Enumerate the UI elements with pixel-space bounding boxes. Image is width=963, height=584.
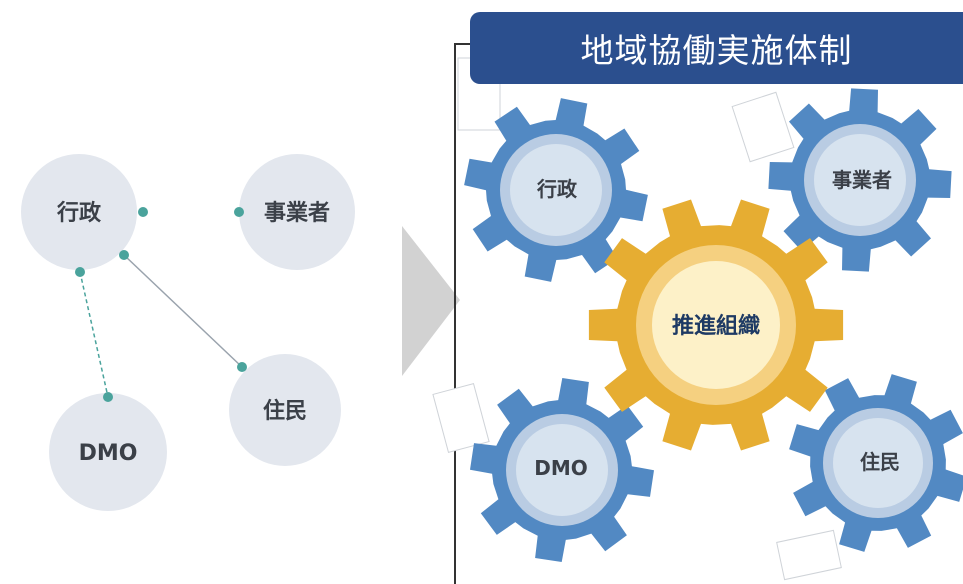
gear-dmo-label: DMO	[534, 456, 588, 480]
center-gear-hub	[652, 261, 780, 389]
gear-gyosei-label: 行政	[536, 177, 578, 201]
node-jumin-label: 住民	[263, 398, 307, 424]
left-network: 行政 事業者 住民 DMO	[21, 154, 355, 511]
node-dmo-label: DMO	[79, 441, 138, 466]
connector-dot	[75, 267, 85, 277]
gear-cluster	[464, 88, 963, 562]
node-jigyosha	[239, 154, 355, 270]
jigyosha-gear-hub	[814, 134, 906, 226]
connector-dot	[103, 392, 113, 402]
dmo-gear-hub	[516, 424, 608, 516]
connector-dot	[237, 362, 247, 372]
gear-jigyosha-label: 事業者	[832, 168, 892, 192]
connector-dot	[234, 207, 244, 217]
node-jigyosha-label: 事業者	[264, 200, 330, 226]
jumin-gear-hub	[833, 418, 923, 508]
center-gear-label: 推進組織	[672, 313, 760, 339]
connector-gyosei-jumin	[123, 254, 243, 368]
paper-sheet	[776, 529, 842, 581]
node-gyosei-label: 行政	[56, 200, 102, 226]
paper-decorations	[432, 57, 842, 581]
connector-gyosei-dmo	[79, 271, 109, 398]
connector-dot	[138, 207, 148, 217]
connector-dot	[119, 250, 129, 260]
gyosei-gear-hub	[510, 144, 602, 236]
paper-sheet	[731, 91, 795, 163]
transition-arrow	[402, 226, 460, 376]
page-title: 地域協働実施体制	[470, 12, 963, 84]
paper-sheet	[432, 382, 490, 454]
node-dmo	[49, 393, 167, 511]
node-gyosei	[21, 154, 137, 270]
gear-jumin-label: 住民	[860, 450, 900, 474]
node-jumin	[229, 354, 341, 466]
